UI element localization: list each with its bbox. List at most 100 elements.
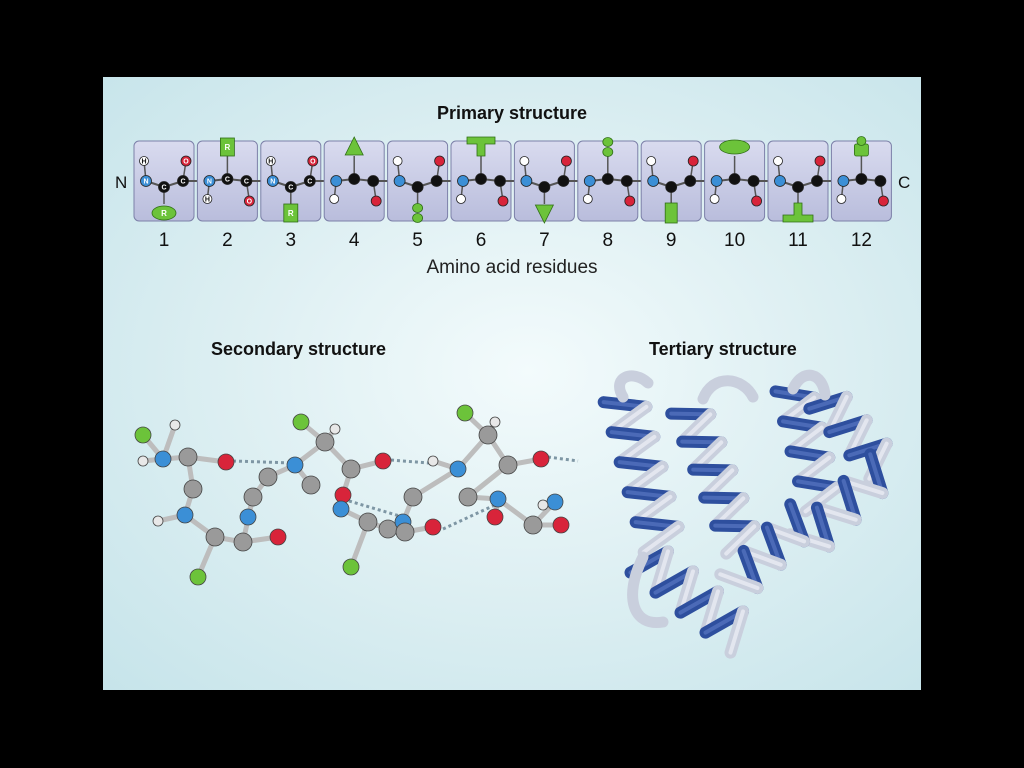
helix-3: [665, 407, 761, 560]
sec-atom-15: [258, 467, 278, 487]
residue-11: [767, 140, 844, 223]
oxygen-atom-12: [878, 195, 889, 207]
sec-atom-44: [537, 499, 549, 511]
sec-atom-45: [403, 487, 423, 507]
side-chain-2: [220, 137, 235, 157]
residue-number-8: 8: [602, 230, 614, 251]
oxygen-atom-7: [560, 155, 572, 167]
side-chain-9: [664, 202, 678, 224]
sec-atom-18: [292, 413, 310, 431]
sec-atom-31: [449, 460, 467, 478]
alpha-carbon-atom-1-label: C: [161, 185, 166, 192]
oxygen-atom-2: [243, 195, 255, 207]
helix-1: [597, 396, 685, 559]
sec-atom-10: [189, 568, 207, 586]
carbonyl-carbon-atom-5: [430, 175, 443, 187]
sec-atom-21: [341, 459, 361, 479]
oxygen-atom-3-label: O: [310, 159, 316, 166]
sec-atom-41: [523, 515, 543, 535]
sec-atom-37: [532, 450, 550, 468]
carbonyl-carbon-atom-12: [874, 175, 887, 187]
sec-atom-16: [286, 456, 304, 474]
loop-4: [627, 551, 669, 629]
sec-atom-12: [269, 528, 287, 546]
hydrogen-atom-3-label: H: [268, 159, 273, 166]
sec-hbond-0: [232, 459, 294, 465]
loop-3: [787, 369, 831, 401]
alpha-carbon-atom-2-label: C: [225, 177, 230, 184]
alpha-carbon-atom-8: [601, 173, 614, 185]
nitrogen-atom-8: [583, 175, 596, 187]
oxygen-atom-1-label: O: [183, 159, 189, 166]
sec-atom-5: [217, 453, 235, 471]
hydrogen-atom-2-label: H: [205, 197, 210, 204]
hydrogen-atom-1-label: H: [141, 159, 146, 166]
oxygen-atom-3: [307, 155, 319, 167]
nitrogen-atom-7: [520, 175, 533, 187]
nitrogen-atom-6: [457, 175, 469, 187]
tertiary-structure-title: Tertiary structure: [649, 339, 797, 359]
sec-atom-6: [183, 479, 203, 499]
secondary-structure-title: Secondary structure: [211, 339, 387, 359]
tertiary-structure-ribbon: [597, 369, 893, 659]
side-chain-5: [412, 203, 424, 213]
residue-number-5: 5: [412, 230, 423, 251]
oxygen-atom-5: [434, 155, 446, 167]
carbonyl-carbon-atom-3: [303, 175, 316, 187]
hydrogen-bonds: [232, 455, 579, 531]
side-chain-1-label: R: [161, 209, 167, 218]
helix-4: [769, 385, 843, 518]
oxygen-atom-6: [497, 195, 509, 207]
nitrogen-atom-10: [710, 175, 723, 187]
carbonyl-carbon-atom-3-label: C: [307, 179, 312, 186]
loop-1: [614, 370, 654, 403]
helix-1-highlight-9: [641, 524, 681, 555]
alpha-carbon-atom-11: [792, 181, 804, 193]
sec-atom-14: [239, 508, 257, 526]
carbonyl-carbon-atom-9: [684, 175, 697, 187]
sec-atom-29: [395, 522, 415, 542]
sec-hbond-1: [390, 458, 454, 467]
sec-atom-36: [498, 455, 518, 475]
side-chain-6: [466, 136, 496, 157]
helix-2: [624, 545, 749, 659]
carbonyl-carbon-atom-1: [177, 175, 189, 187]
hydrogen-atom-5: [392, 156, 403, 166]
nitrogen-atom-3-label: N: [270, 179, 275, 186]
sec-atom-1: [154, 450, 172, 468]
side-chain-3-label: R: [288, 209, 294, 218]
sec-atom-19: [315, 432, 335, 452]
hydrogen-atom-4: [329, 194, 340, 204]
alpha-carbon-atom-4: [348, 173, 361, 185]
sec-atom-38: [458, 487, 478, 507]
hydrogen-atom-1: [139, 156, 149, 166]
amino-acid-residues-caption: Amino acid residues: [426, 257, 598, 278]
side-chain-3: [283, 203, 299, 223]
residue-9: [640, 140, 717, 224]
nitrogen-atom-12: [837, 175, 850, 187]
alpha-carbon-atom-3: [284, 181, 297, 193]
sec-atom-3: [169, 419, 181, 431]
backbone-atoms: [134, 404, 570, 586]
residue-number-4: 4: [348, 230, 360, 251]
carbonyl-carbon-atom-8: [620, 175, 633, 187]
hydrogen-atom-12: [836, 194, 847, 204]
residue-number-7: 7: [539, 230, 550, 251]
c-terminus-label: C: [898, 173, 911, 192]
carbonyl-carbon-atom-10: [747, 175, 760, 187]
helix-7-highlight-5: [718, 572, 760, 591]
residue-number-10: 10: [724, 230, 746, 251]
sec-atom-17: [301, 475, 321, 495]
side-chain-4: [344, 136, 364, 156]
side-chain-12-b: [856, 136, 867, 146]
helix-7: [714, 498, 811, 595]
nitrogen-atom-3: [266, 175, 279, 187]
hydrogen-atom-11: [773, 156, 783, 166]
sec-atom-30: [424, 518, 442, 536]
residue-number-9: 9: [665, 230, 677, 251]
residue-12: [830, 136, 892, 222]
side-chain-8: [602, 137, 614, 147]
hydrogen-atom-8: [582, 194, 593, 204]
residue-6: [450, 136, 527, 222]
